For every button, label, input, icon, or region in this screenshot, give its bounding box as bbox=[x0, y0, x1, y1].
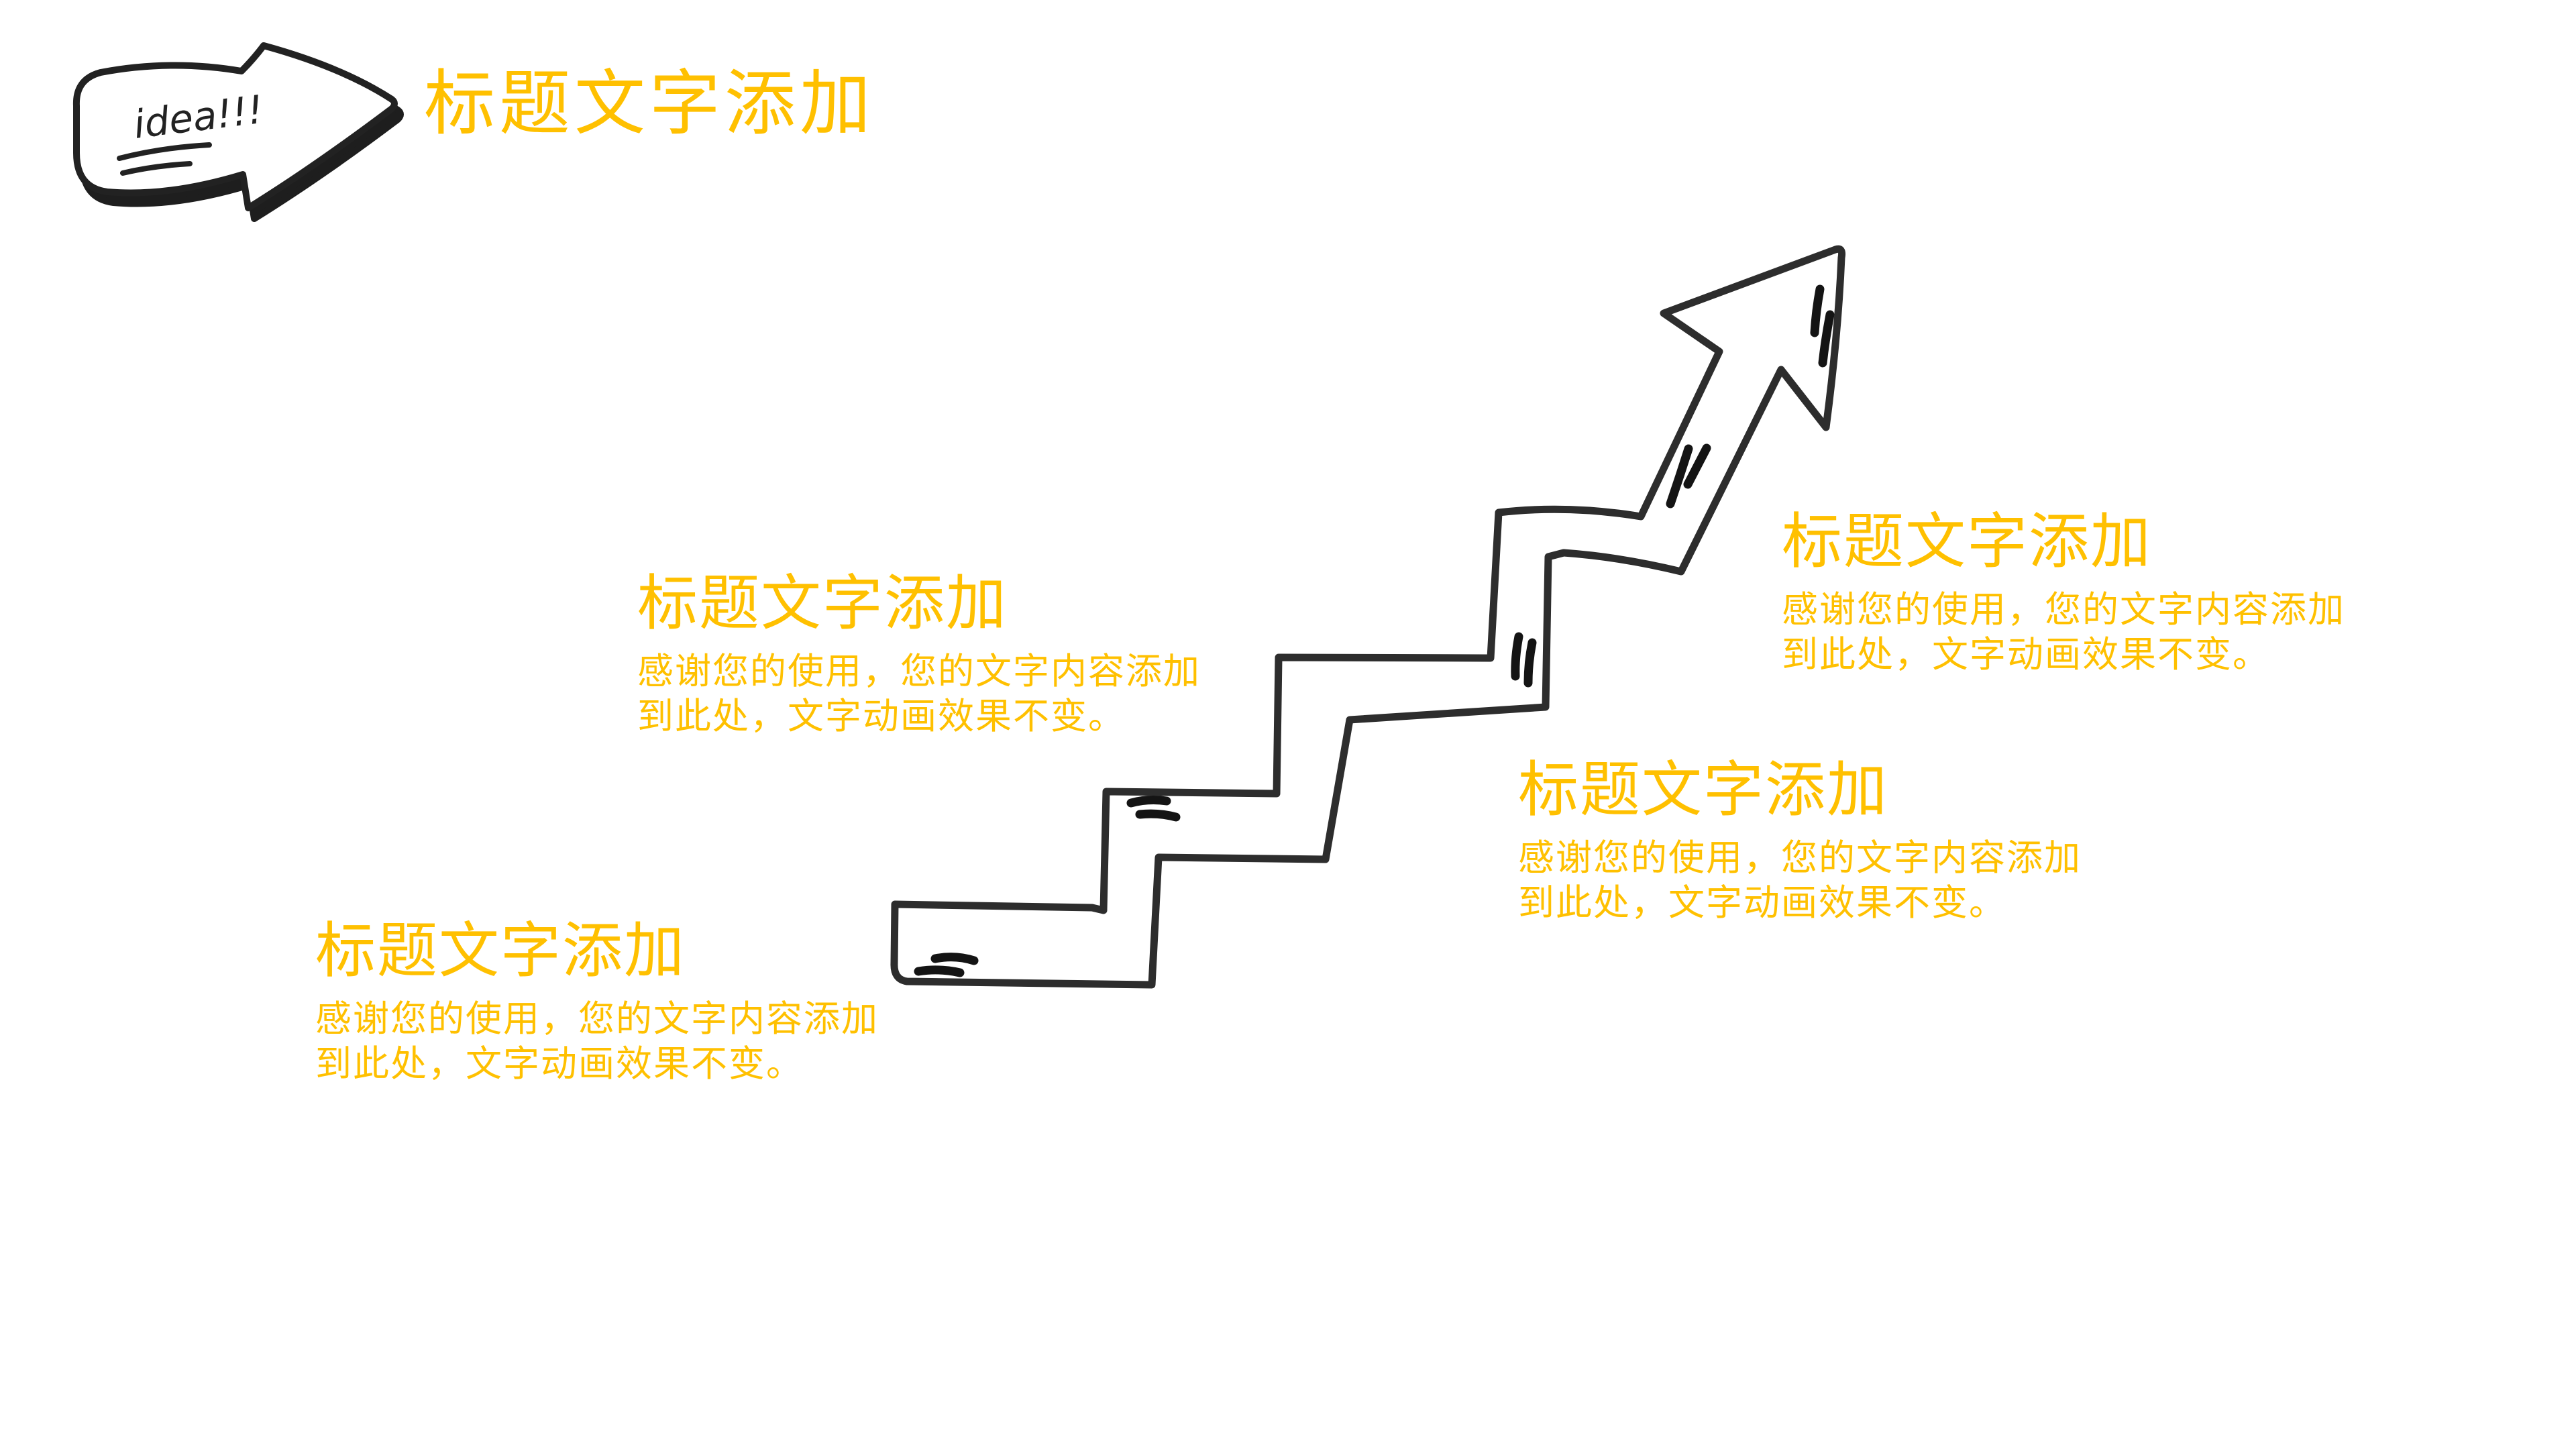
block-title: 标题文字添加 bbox=[1518, 757, 1888, 824]
page-title: 标题文字添加 bbox=[424, 65, 875, 144]
block-body-line: 感谢您的使用，您的文字内容添加 bbox=[315, 999, 879, 1040]
idea-arrow-underline-2 bbox=[120, 161, 193, 176]
block-body-line: 到此处，文字动画效果不变。 bbox=[637, 696, 1126, 737]
block-title: 标题文字添加 bbox=[315, 918, 686, 985]
arrowhead-hatch-2 bbox=[1818, 310, 1835, 368]
step3-hatch-2 bbox=[1523, 638, 1537, 688]
step2-hatch-2 bbox=[1135, 809, 1181, 822]
block-title: 标题文字添加 bbox=[1782, 509, 2152, 576]
block-body-line: 感谢您的使用，您的文字内容添加 bbox=[1518, 838, 2082, 879]
step3-hatch-1 bbox=[1511, 632, 1523, 681]
idea-arrow-icon: idea!!! bbox=[72, 42, 404, 222]
shaft-hatch-2 bbox=[1683, 443, 1711, 489]
block-title: 标题文字添加 bbox=[637, 571, 1008, 637]
step2-hatch-1 bbox=[1126, 796, 1171, 808]
text-block-bottom-right: 标题文字添加 感谢您的使用，您的文字内容添加 到此处，文字动画效果不变。 bbox=[1518, 755, 2082, 926]
arrowhead-hatch-1 bbox=[1810, 284, 1825, 337]
staircase-outline bbox=[890, 245, 1846, 989]
idea-arrow-underline-1 bbox=[117, 142, 212, 161]
shaft-hatch-1 bbox=[1666, 444, 1693, 508]
text-block-top-right: 标题文字添加 感谢您的使用，您的文字内容添加 到此处，文字动画效果不变。 bbox=[1782, 507, 2345, 678]
block-body-line: 感谢您的使用，您的文字内容添加 bbox=[637, 651, 1201, 692]
text-block-middle-left: 标题文字添加 感谢您的使用，您的文字内容添加 到此处，文字动画效果不变。 bbox=[637, 569, 1201, 739]
block-body-line: 感谢您的使用，您的文字内容添加 bbox=[1782, 590, 2345, 631]
step1-hatch-2 bbox=[914, 965, 965, 977]
block-body-line: 到此处，文字动画效果不变。 bbox=[1518, 883, 2006, 924]
block-body-line: 到此处，文字动画效果不变。 bbox=[1782, 635, 2270, 676]
step1-hatch-1 bbox=[930, 953, 979, 965]
text-block-bottom-left: 标题文字添加 感谢您的使用，您的文字内容添加 到此处，文字动画效果不变。 bbox=[315, 916, 879, 1087]
block-body-line: 到此处，文字动画效果不变。 bbox=[315, 1044, 804, 1085]
